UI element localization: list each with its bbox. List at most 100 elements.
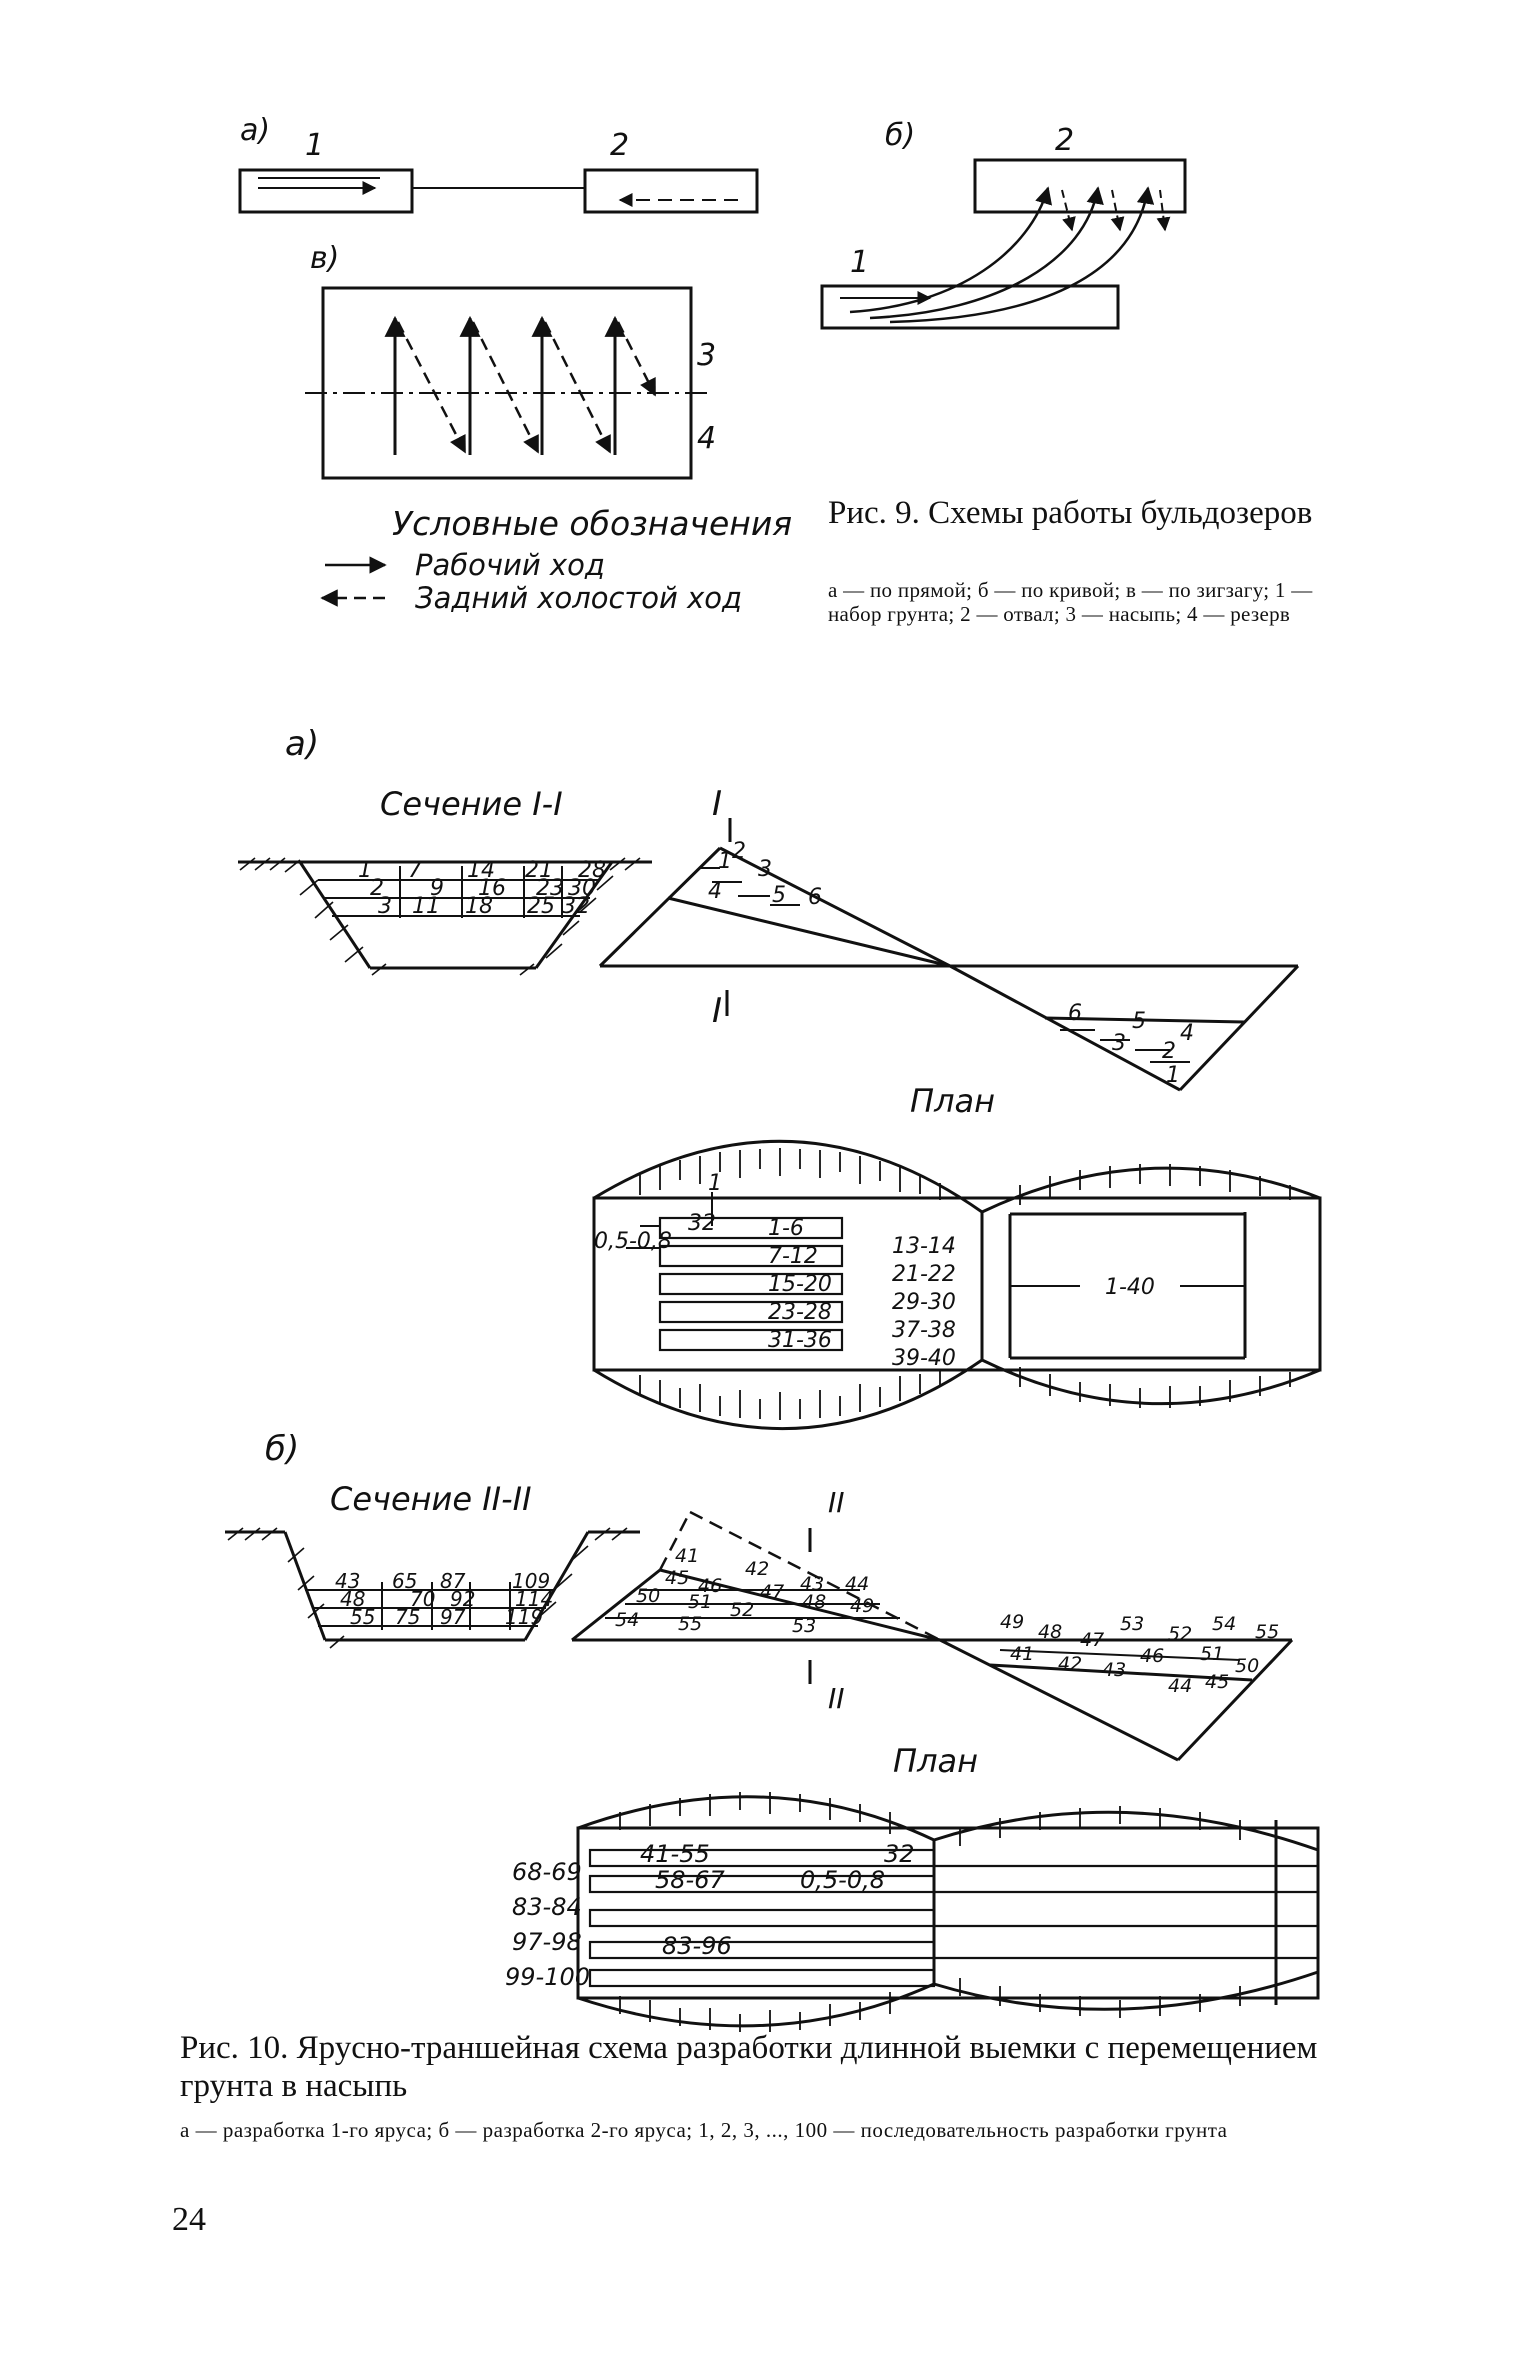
svg-text:50: 50 [1235,1655,1259,1677]
fig10-b-cut-bottom: II [828,1682,845,1715]
fig9-a-box1 [238,168,414,214]
svg-text:0,5-0,8: 0,5-0,8 [594,1229,672,1254]
svg-text:32: 32 [562,894,590,919]
svg-text:2: 2 [732,839,746,864]
svg-text:47: 47 [1080,1629,1104,1651]
fig9-a-box2 [583,168,759,214]
svg-text:49: 49 [1000,1611,1024,1633]
svg-text:48: 48 [1038,1621,1062,1643]
svg-text:48: 48 [802,1591,826,1613]
svg-text:6: 6 [1068,1001,1082,1026]
fig10-a-plan [592,1139,1322,1431]
fig10-a-plan-title: План [910,1082,995,1120]
fig9-a-panel-label: а) [240,113,270,148]
fig9-panel-b [820,158,1187,330]
svg-text:21: 21 [525,858,553,883]
fig10-b-cut-top: II [828,1486,845,1519]
svg-text:7: 7 [408,858,422,883]
fig10-a-profile-labels: 1 2 3 4 5 6 6 5 4 3 2 1 [708,839,1194,1088]
fig10-a-plan-labels: 0,5-0,8 1 32 1-6 7-12 15-20 23-28 31-36 … [594,1171,1155,1371]
svg-text:119: 119 [505,1605,543,1629]
svg-text:13-14: 13-14 [892,1234,956,1259]
svg-text:65: 65 [392,1569,417,1593]
svg-text:97-98: 97-98 [512,1928,582,1956]
fig10-caption-notes: а — разработка 1-го яруса; б — разработк… [180,2118,1228,2142]
svg-text:52: 52 [1168,1623,1192,1645]
svg-text:75: 75 [395,1605,420,1629]
svg-text:1: 1 [708,1171,722,1196]
svg-text:32: 32 [688,1211,716,1236]
svg-text:97: 97 [440,1605,466,1629]
fig10-a-plan-ticks [639,1148,1291,1420]
svg-text:37-38: 37-38 [892,1318,956,1343]
svg-text:52: 52 [730,1599,754,1621]
svg-text:53: 53 [792,1615,816,1637]
fig9-b-curve-2 [869,186,1104,320]
svg-text:3: 3 [758,857,772,882]
fig9-legend [320,556,387,607]
svg-text:41-55: 41-55 [640,1840,710,1868]
svg-text:68-69: 68-69 [512,1858,582,1886]
svg-text:42: 42 [745,1558,769,1580]
svg-text:41: 41 [675,1545,699,1567]
legend-reverse-label: Задний холостой ход [415,581,742,615]
svg-text:55: 55 [1255,1621,1279,1643]
svg-text:15-20: 15-20 [768,1272,832,1297]
svg-text:49: 49 [850,1595,874,1617]
svg-text:4: 4 [708,879,722,904]
svg-text:48: 48 [340,1587,365,1611]
fig9-caption-notes: а — по прямой; б — по кривой; в — по зиг… [828,578,1313,627]
svg-text:3: 3 [1112,1031,1126,1056]
fig10-a-cut-bottom: I [712,991,722,1031]
svg-text:43: 43 [800,1573,824,1595]
svg-text:18: 18 [465,894,493,919]
legend-forward-label: Рабочий ход [415,548,605,582]
svg-text:23-28: 23-28 [768,1300,832,1325]
fig9-b-label-2: 2 [1055,123,1074,158]
svg-text:1: 1 [358,858,372,883]
svg-text:23: 23 [536,876,564,901]
fig10-a-section [238,857,652,976]
svg-text:44: 44 [845,1573,869,1595]
svg-text:50: 50 [636,1585,660,1607]
svg-text:43: 43 [1102,1659,1126,1681]
fig9-a-label-1: 1 [305,128,324,163]
svg-text:16: 16 [478,876,506,901]
svg-text:14: 14 [467,858,495,883]
svg-text:55: 55 [678,1613,702,1635]
fig10-b-section-title: Сечение II-II [330,1480,532,1518]
fig9-v-panel-label: в) [310,241,339,276]
page-number: 24 [172,2201,206,2238]
svg-text:1-40: 1-40 [1105,1275,1155,1300]
fig9-a-label-2: 2 [610,128,629,163]
fig9-v-box [321,286,693,480]
fig10-b-plan-labels: 68-69 83-84 97-98 99-100 41-55 58-67 83-… [505,1840,915,1991]
fig9-b-curve-1 [849,186,1052,314]
svg-text:45: 45 [1205,1671,1229,1693]
fig10-a-cut-top: I [712,784,722,824]
svg-text:32: 32 [884,1840,915,1868]
fig9-caption-title: Рис. 9. Схемы работы бульдозеров [828,495,1313,531]
fig10-b-section [225,1527,640,1649]
svg-text:54: 54 [1212,1613,1236,1635]
fig9-b-box1 [820,284,1120,330]
svg-text:3: 3 [378,894,392,919]
svg-text:1: 1 [1166,1063,1180,1088]
fig9-panel-a [238,168,759,214]
svg-text:2: 2 [370,876,384,901]
svg-text:53: 53 [1120,1613,1144,1635]
svg-text:21-22: 21-22 [892,1262,956,1287]
svg-text:47: 47 [760,1581,784,1603]
svg-text:70: 70 [410,1587,435,1611]
svg-text:44: 44 [1168,1675,1192,1697]
svg-text:4: 4 [1180,1021,1194,1046]
svg-text:109: 109 [512,1569,550,1593]
svg-text:45: 45 [665,1567,689,1589]
fig10-a-profile [598,818,1300,1092]
fig9-v-label-4: 4 [697,421,716,456]
svg-text:55: 55 [350,1605,375,1629]
svg-text:2: 2 [1162,1039,1176,1064]
legend-title: Условные обозначения [392,504,792,543]
fig9-b-box2 [973,158,1187,214]
